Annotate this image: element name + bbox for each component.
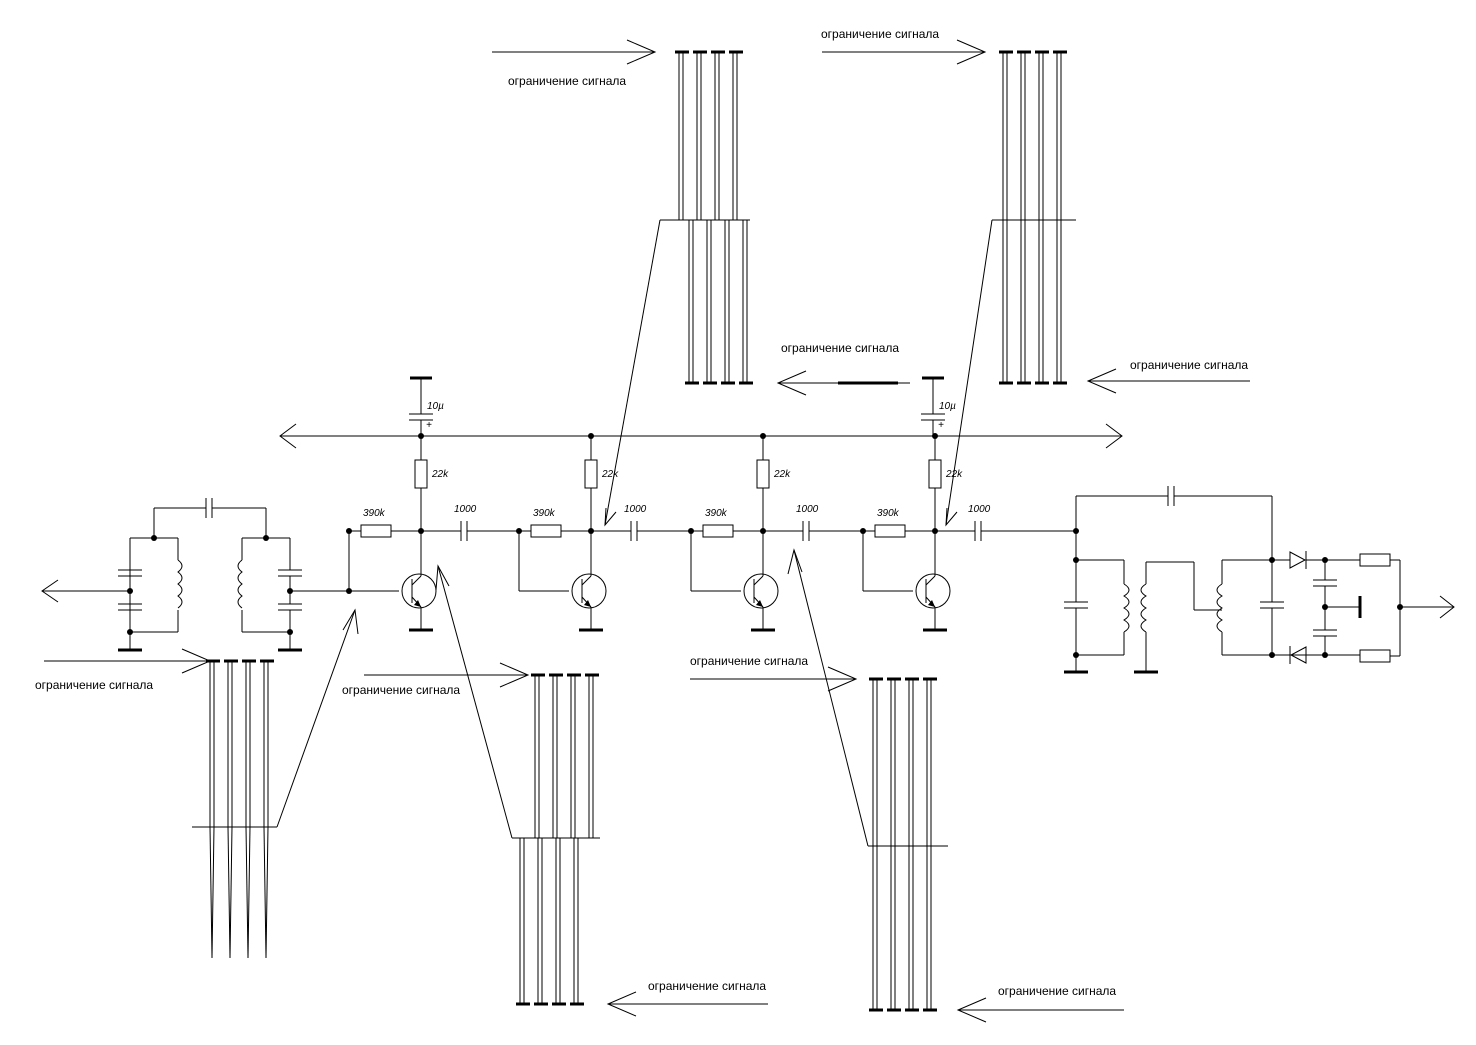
supply-rail	[279, 423, 1123, 449]
annotation-label: ограничение сигнала	[998, 984, 1116, 998]
bypass-capacitor-value: 10µ	[427, 401, 444, 412]
annotations: ограничение сигнала ограничение сигнала …	[35, 27, 1250, 1023]
polarity-mark: +	[938, 420, 944, 431]
output-detector	[990, 486, 1455, 674]
emitter-arrow	[584, 600, 591, 607]
waveform-stage-one	[512, 673, 600, 1006]
collector-resistor	[756, 459, 770, 489]
bypass-capacitor-value: 10µ	[939, 401, 956, 412]
annotation-label: ограничение сигнала	[1130, 358, 1248, 372]
amplifier-stage: 22k 390k 1000	[346, 433, 519, 632]
emitter-arrow	[928, 600, 935, 607]
annotation-label: ограничение сигнала	[821, 27, 939, 41]
transistor	[915, 573, 951, 609]
coupling-capacitor-value: 1000	[968, 504, 991, 515]
emitter-arrow	[756, 600, 763, 607]
amplifier-stage: 22k 390k 1000	[516, 433, 691, 632]
base-resistor	[360, 524, 392, 538]
annotation-label: ограничение сигнала	[342, 683, 460, 697]
collector-resistor-value: 22k	[601, 469, 619, 480]
callout-lines	[276, 219, 993, 847]
annotation-label: ограничение сигнала	[690, 654, 808, 668]
base-resistor	[874, 524, 906, 538]
annotation-label: ограничение сигнала	[508, 74, 626, 88]
collector-resistor	[928, 459, 942, 489]
amplifier-stage: 22k 390k 1000	[688, 433, 863, 632]
waveform-top-left	[660, 50, 753, 385]
base-resistor-value: 390k	[705, 508, 728, 519]
transistor	[571, 573, 607, 609]
transistor	[743, 573, 779, 609]
coupling-capacitor-value: 1000	[796, 504, 819, 515]
emitter-arrow	[414, 600, 421, 607]
base-resistor	[530, 524, 562, 538]
collector-resistor	[414, 459, 428, 489]
waveform-stage-two	[868, 677, 948, 1012]
coupling-capacitor-value: 1000	[624, 504, 647, 515]
base-resistor-value: 390k	[877, 508, 900, 519]
input-filter	[41, 498, 349, 652]
annotation-label: ограничение сигнала	[35, 678, 153, 692]
collector-resistor	[584, 459, 598, 489]
base-resistor-value: 390k	[533, 508, 556, 519]
annotation-label: ограничение сигнала	[648, 979, 766, 993]
bypass-capacitor-right: 10µ +	[921, 376, 956, 436]
collector-resistor-value: 22k	[773, 469, 791, 480]
waveform-top-right	[992, 50, 1076, 385]
base-resistor	[702, 524, 734, 538]
base-resistor-value: 390k	[363, 508, 386, 519]
waveform-input	[192, 659, 277, 959]
coupling-capacitor-value: 1000	[454, 504, 477, 515]
signal-waveforms	[192, 50, 1076, 1012]
polarity-mark: +	[426, 420, 432, 431]
bypass-capacitor-left: 10µ +	[409, 376, 444, 436]
annotation-label: ограничение сигнала	[781, 341, 899, 355]
transistor	[401, 573, 437, 609]
collector-resistor-value: 22k	[431, 469, 449, 480]
